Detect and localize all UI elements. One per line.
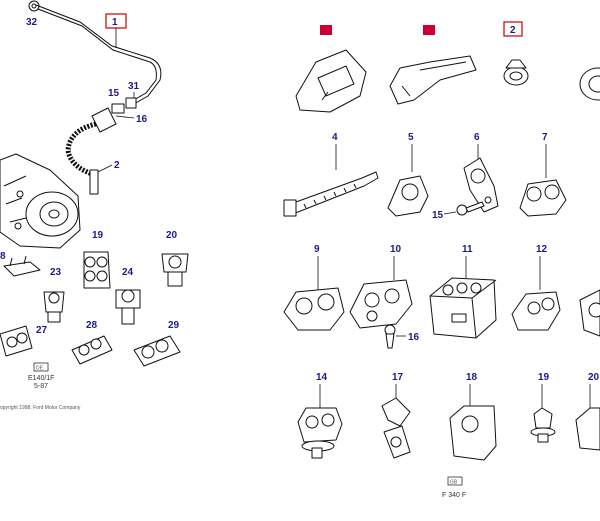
callout-box-2-right [503,21,523,37]
part-clip-19 [530,407,556,443]
red-label-1: 1 [324,28,327,34]
hose-end-fitting [89,169,99,195]
part-clip-5 [387,175,429,217]
brake-caliper-hub [0,153,81,249]
callout-28: 28 [86,320,98,331]
callout-1: 1 [112,17,118,28]
part-clip-6 [463,157,499,213]
callout-24: 24 [122,267,134,278]
callout-15: 15 [108,88,120,99]
callout-23: 23 [50,267,62,278]
part-clip-18 [449,405,497,461]
copyright-left: opyright 1998, Ford Motor Company [0,405,81,411]
callout-10-right: 10 [390,244,402,255]
callout-11-right: 11 [462,244,473,255]
callout-2: 2 [114,160,120,171]
right-panel: 1 14 2 4 [283,21,600,499]
callout-8: 8 [0,251,6,262]
part-grommet [579,67,600,101]
fitting-31 [125,97,137,109]
part-cable-tie-4 [283,171,379,217]
callout-6-right: 6 [474,132,480,143]
part-clamp-2 [503,59,529,86]
red-label-14-box [423,25,435,35]
part-bracket-1 [295,49,367,113]
callout-20-right: 20 [588,372,600,383]
callout-9-right: 9 [314,244,320,255]
clip-23 [43,291,65,323]
part-screw-16 [384,324,396,349]
callout-5-right: 5 [408,132,414,143]
lang-badge-right-text: GB [450,480,458,486]
callout-32: 32 [26,17,38,28]
part-clip-edge [579,289,600,337]
callout-27: 27 [36,325,48,336]
part-clip-17 [381,397,411,459]
callout-4-right: 4 [332,132,338,143]
part-clip-10 [349,279,413,329]
callout-19: 19 [92,230,104,241]
part-clip-12 [511,291,561,331]
part-block-11 [429,277,497,339]
clip-27 [0,325,33,357]
part-bracket-14 [389,55,477,105]
part-clip-9 [283,287,345,331]
callout-19-right: 19 [538,372,550,383]
brake-pipe [35,4,162,105]
fitting-15 [111,103,125,114]
callout-31: 31 [128,81,140,92]
callout-18-right: 18 [466,372,478,383]
code-left-1: E140/1F [28,375,54,382]
callout-2-right: 2 [510,25,516,36]
part-clip-20-edge [575,407,600,451]
callout-14-right: 14 [316,372,328,383]
red-label-14: 14 [425,28,431,34]
clip-20 [161,253,189,287]
left-panel: 32 1 31 15 16 2 [0,0,189,411]
lang-badge-left-text: DE [36,366,44,372]
callout-16-right: 16 [408,332,420,343]
clip-29 [133,335,181,367]
callout-20: 20 [166,230,178,241]
clip-28 [71,335,113,365]
lang-badge-right [447,476,463,486]
clip-8 [3,261,41,277]
code-right-1: F 340 F [442,492,466,499]
callout-7-right: 7 [542,132,548,143]
callout-15-right: 15 [432,210,444,221]
callout-16: 16 [136,114,148,125]
red-label-1-box [320,25,332,35]
part-screw-15 [456,201,485,216]
clip-24 [115,289,141,325]
callout-29: 29 [168,320,180,331]
part-clip-14 [297,407,343,459]
callout-12-right: 12 [536,244,548,255]
code-left-2: 5-87 [34,383,48,390]
braided-hose-2 [65,121,99,195]
part-clip-7 [519,179,567,217]
bracket-16 [91,107,117,133]
clip-19 [83,251,111,289]
lang-badge-left [33,362,49,372]
callout-17-right: 17 [392,372,404,383]
